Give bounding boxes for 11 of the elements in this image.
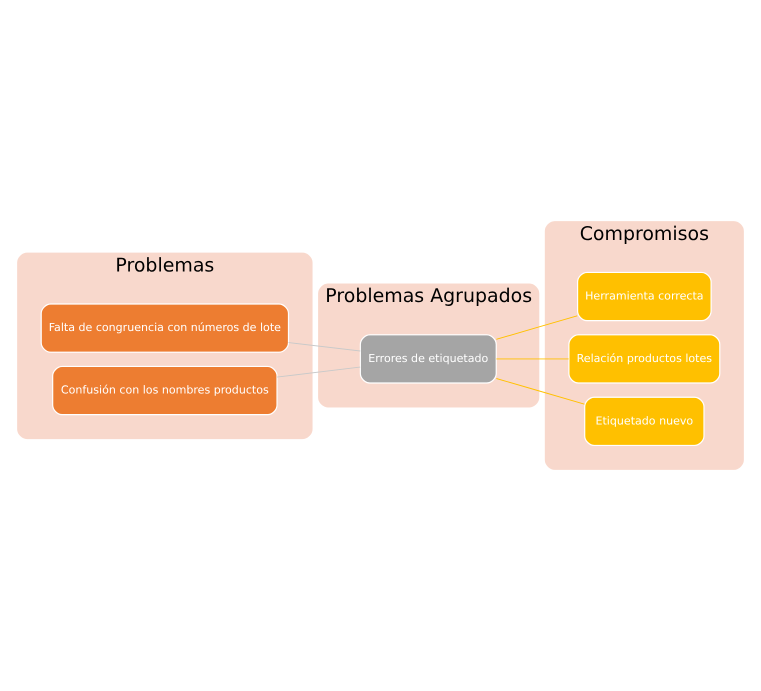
node-box: Falta de congruencia con números de lote — [40, 303, 290, 353]
node-box: Confusión con los nombres productos — [52, 366, 278, 416]
node-box: Etiquetado nuevo — [584, 396, 705, 446]
connector — [496, 315, 578, 340]
node-box: Errores de etiquetado — [360, 334, 497, 384]
connector — [496, 378, 585, 405]
node-box: Relación productos lotes — [568, 334, 720, 384]
connector — [496, 358, 570, 360]
node-box: Herramienta correcta — [577, 272, 712, 322]
connector — [288, 342, 361, 352]
connector — [276, 366, 361, 378]
